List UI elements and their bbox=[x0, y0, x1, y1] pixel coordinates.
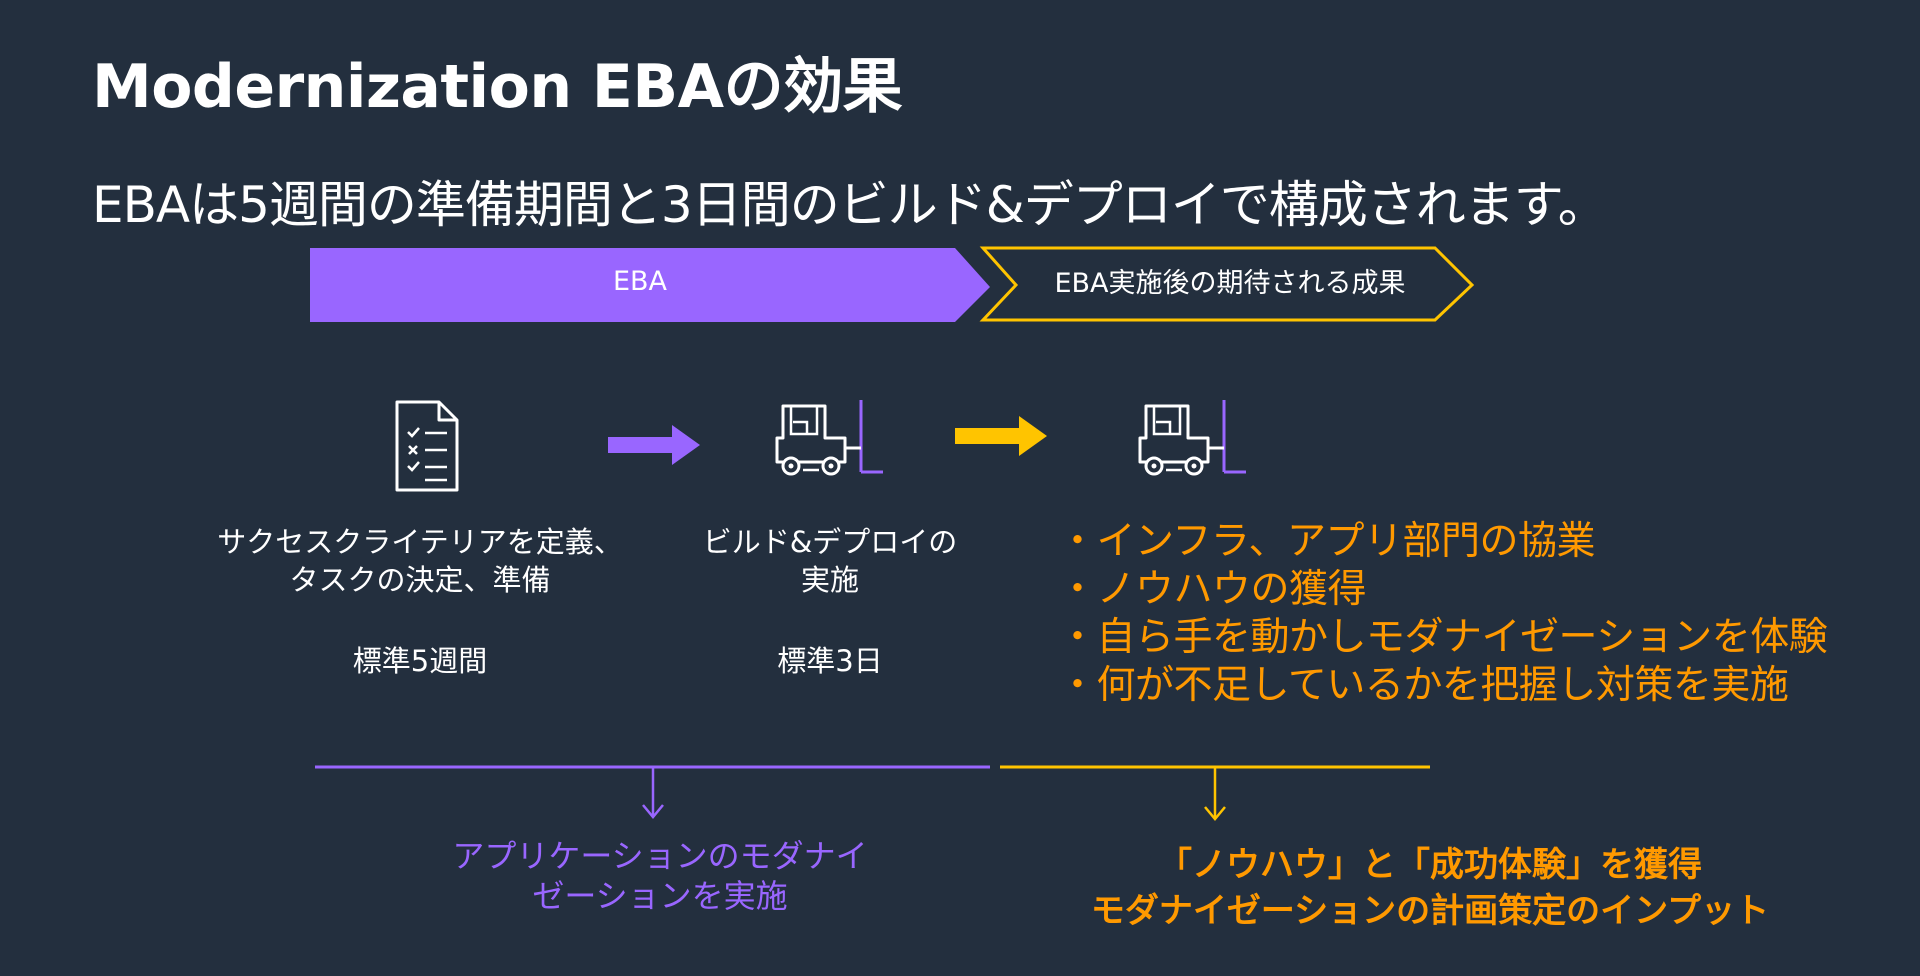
summary-left-line2: ゼーションを実施 bbox=[532, 877, 788, 915]
step-prep-description: サクセスクライテリアを定義、 タスクの決定、準備 bbox=[180, 523, 660, 599]
after-phase-label: EBA実施後の期待される成果 bbox=[1054, 268, 1406, 299]
forklift-icon bbox=[775, 400, 883, 476]
right-arrow-icon bbox=[608, 425, 700, 465]
page-title: Modernization EBAの効果 bbox=[92, 52, 903, 122]
step-prep-line1: サクセスクライテリアを定義、 bbox=[217, 525, 623, 559]
step-prep-line2: タスクの決定、準備 bbox=[289, 563, 551, 597]
step-build-duration: 標準3日 bbox=[777, 644, 883, 678]
eba-phase-label: EBA bbox=[612, 266, 668, 297]
eba-phase-banner bbox=[310, 248, 990, 322]
outcome-list: ・インフラ、アプリ部門の協業 ・ノウハウの獲得 ・自ら手を動かしモダナイゼーショ… bbox=[1058, 518, 1828, 710]
down-arrow-icon bbox=[1204, 767, 1226, 821]
step-prep-duration: 標準5週間 bbox=[352, 644, 488, 678]
outcome-item: ・ノウハウの獲得 bbox=[1058, 567, 1367, 612]
summary-left: アプリケーションのモダナイ ゼーションを実施 bbox=[430, 836, 890, 916]
summary-right-line2: モダナイゼーションの計画策定のインプット bbox=[1090, 891, 1770, 931]
after-phase-banner bbox=[979, 246, 1475, 322]
forklift-icon bbox=[1138, 400, 1246, 476]
summary-right: 「ノウハウ」と「成功体験」を獲得 モダナイゼーションの計画策定のインプット bbox=[1030, 842, 1830, 934]
checklist-icon bbox=[395, 400, 459, 492]
outcome-item: ・自ら手を動かしモダナイゼーションを体験 bbox=[1058, 615, 1828, 660]
outcome-item: ・インフラ、アプリ部門の協業 bbox=[1058, 519, 1596, 564]
summary-right-line1: 「ノウハウ」と「成功体験」を獲得 bbox=[1158, 845, 1702, 885]
page-subtitle: EBAは5週間の準備期間と3日間のビルド&デプロイで構成されます。 bbox=[92, 176, 1608, 234]
step-build-description: ビルド&デプロイの 実施 bbox=[670, 523, 990, 599]
down-arrow-icon bbox=[642, 767, 664, 819]
right-arrow-icon bbox=[955, 416, 1047, 456]
step-build-line2: 実施 bbox=[800, 563, 859, 597]
outcome-item: ・何が不足しているかを把握し対策を実施 bbox=[1058, 663, 1789, 708]
step-build-line1: ビルド&デプロイの bbox=[702, 525, 958, 559]
summary-left-line1: アプリケーションのモダナイ bbox=[452, 837, 868, 875]
